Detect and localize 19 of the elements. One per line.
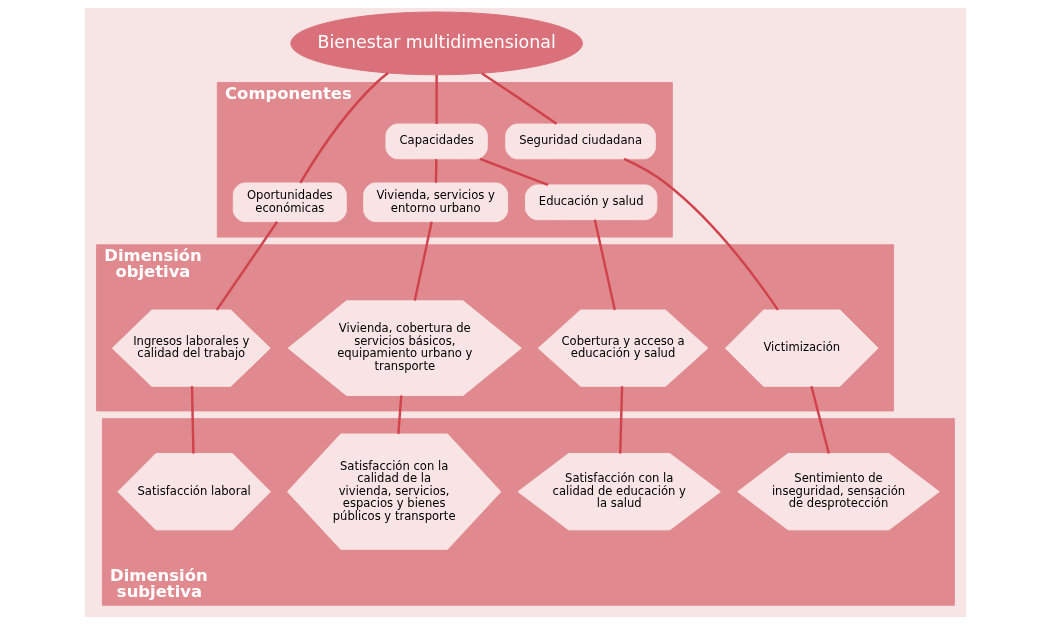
connector	[479, 157, 549, 186]
connector	[190, 386, 195, 454]
node-box: Capacidades	[385, 123, 488, 160]
node-box: Seguridad ciudadana	[505, 123, 656, 160]
connector	[434, 159, 438, 183]
connector	[299, 72, 389, 184]
connector	[435, 75, 438, 125]
connector	[593, 219, 616, 311]
connector	[413, 221, 433, 301]
node-box: Oportunidades económicas	[232, 182, 347, 223]
connector	[397, 395, 403, 434]
connector	[810, 386, 831, 454]
node-box: Educación y salud	[525, 184, 658, 221]
connector	[481, 72, 558, 125]
node-box: Vivienda, servicios y entorno urbano	[363, 182, 509, 223]
connector	[619, 386, 624, 454]
connector	[623, 157, 779, 311]
node-ellipse: Bienestar multidimensional	[290, 11, 583, 76]
connector	[215, 221, 279, 311]
